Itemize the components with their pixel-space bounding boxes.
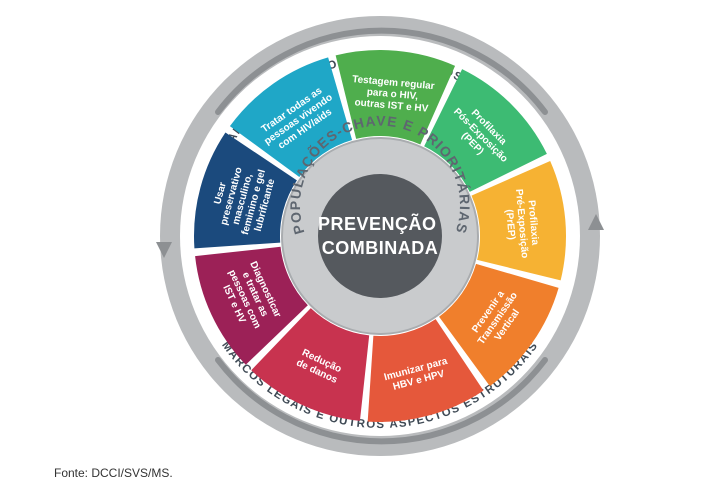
segment-3 [471,160,566,281]
outer-ring-arrow-left [215,27,548,115]
segment-1 [335,50,456,145]
outer-ring-arrow-right [215,357,548,445]
outer-ring-arrowhead-right [588,214,604,230]
source-caption: Fonte: DCCI/SVS/MS. [54,466,173,480]
segment-2 [424,69,547,192]
center-circle [318,174,442,298]
center-label-line-2: COMBINADA [322,238,439,258]
segment-8 [193,132,297,249]
segment-4 [439,263,559,387]
center-label-line-1: PREVENÇÃO [318,213,437,234]
segment-3-label-line: Profilaxia [525,200,540,246]
segment-6 [251,308,370,421]
segment-1-label-line: para o HIV, [366,87,418,102]
outer-ring-arrowhead-left [156,242,172,258]
segments-group: Testagem regularpara o HIV,outras IST e … [193,50,566,422]
center-notch [372,300,392,316]
segment-8-label: Usarpreservativomasculino,feminino e gel… [207,159,280,239]
segment-7 [195,246,308,365]
center-label: PREVENÇÃO COMBINADA [318,213,442,258]
segment-5 [367,319,484,422]
segment-3-label-line: (PrEP) [503,209,517,240]
inner-ring-highlight [281,137,479,335]
segment-9 [229,57,353,177]
